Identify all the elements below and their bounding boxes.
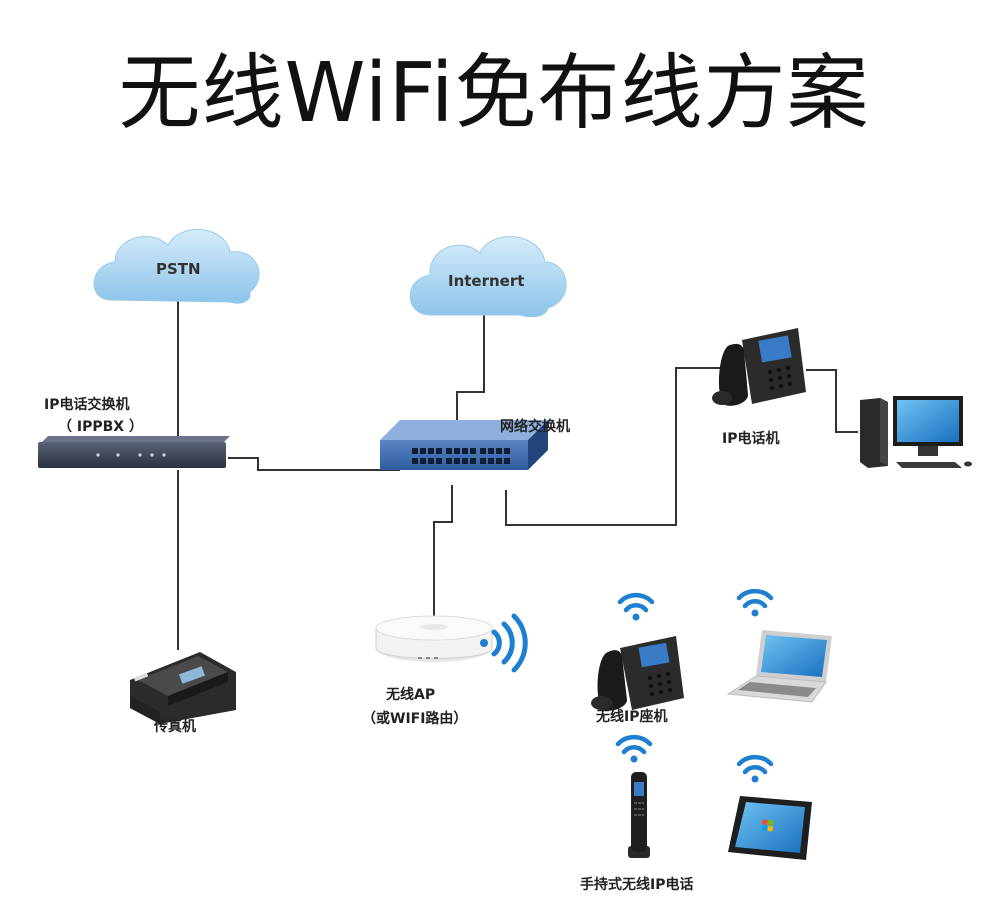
ippbx-sublabel: （ IPPBX ） — [58, 419, 143, 435]
ip-phone-icon — [712, 328, 806, 406]
wireless-ap-icon — [375, 615, 493, 662]
laptop-icon — [726, 630, 832, 703]
ippbx-icon — [38, 436, 230, 468]
internet-cloud-icon — [409, 236, 567, 318]
line-pbx-switch — [228, 457, 400, 471]
ap-label: 无线AP — [386, 687, 436, 703]
wifi-icon — [736, 754, 774, 783]
internet-label: Internert — [448, 272, 525, 290]
fax-label: 传真机 — [154, 719, 196, 735]
handheld-phone-label: 手持式无线IP电话 — [580, 877, 694, 893]
ap-sublabel: （或WIFI路由） — [362, 711, 468, 727]
fax-machine-icon — [130, 652, 236, 724]
switch-label: 网络交换机 — [500, 419, 570, 435]
tablet-icon — [728, 796, 812, 860]
wifi-icon — [615, 734, 653, 763]
pstn-cloud-icon — [93, 229, 260, 304]
handheld-phone-icon — [628, 772, 650, 858]
page-title: 无线WiFi免布线方案 — [118, 46, 870, 141]
line-internet-switch — [456, 315, 485, 430]
wireless-desk-phone-label: 无线IP座机 — [596, 709, 668, 725]
ip-phone-label: IP电话机 — [722, 431, 780, 447]
network-switch-icon — [380, 420, 548, 470]
line-switch-ap — [433, 485, 453, 622]
desktop-pc-icon — [860, 396, 972, 468]
wireless-desk-phone-icon — [591, 636, 684, 711]
wifi-icon — [736, 588, 774, 617]
pstn-label: PSTN — [156, 260, 201, 278]
ap-wifi-signal-icon — [480, 613, 528, 673]
line-switch-ipphone — [505, 367, 720, 526]
line-ipphone-pc — [806, 369, 858, 433]
ippbx-label: IP电话交换机 — [44, 397, 130, 413]
connection-lines — [177, 300, 858, 650]
wifi-icon — [617, 592, 655, 621]
